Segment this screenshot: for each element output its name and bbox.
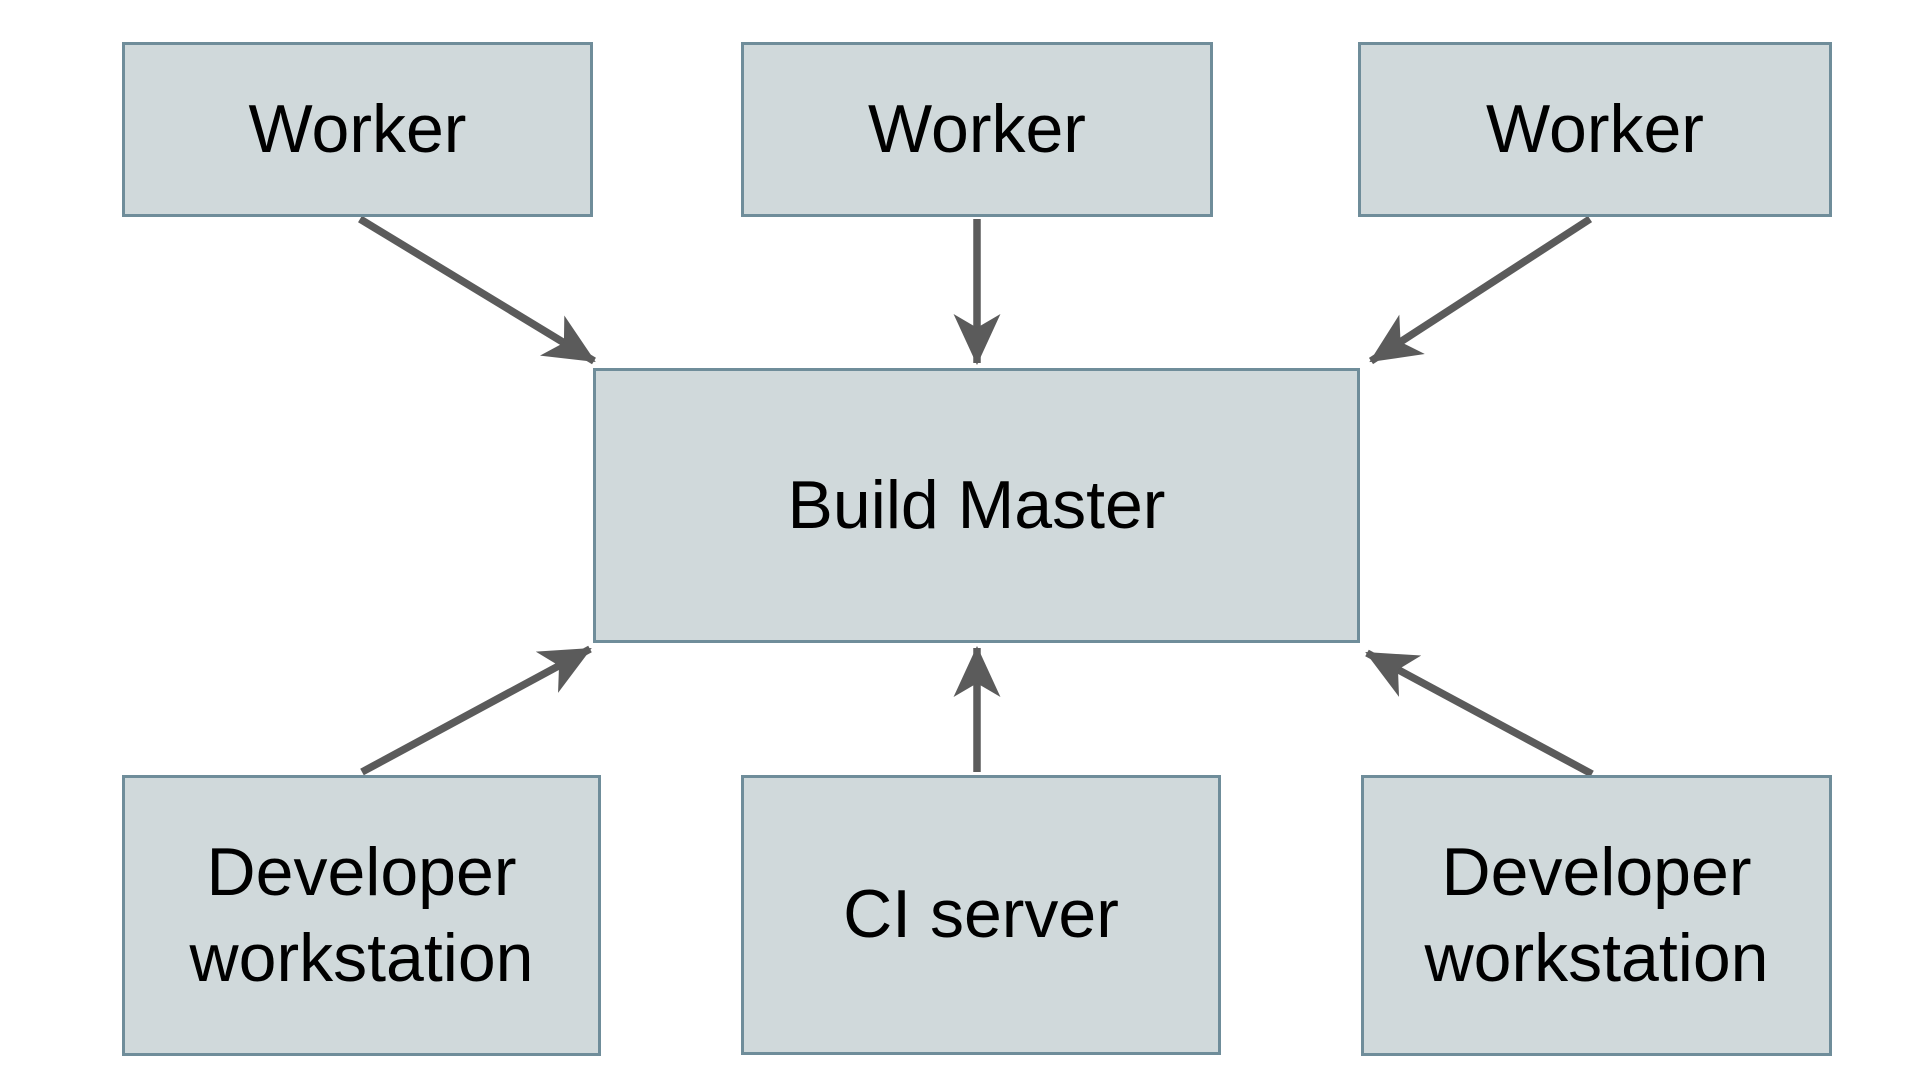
node-worker-3-label: Worker: [1486, 90, 1704, 167]
node-developer-workstation-right: Developer workstation: [1361, 775, 1832, 1056]
arrow-dev-right-to-build-master: [1365, 649, 1594, 778]
node-worker-1: Worker: [122, 42, 593, 217]
node-worker-2-label: Worker: [868, 90, 1086, 167]
node-worker-3: Worker: [1358, 42, 1832, 217]
arrow-worker1-to-build-master: [358, 215, 596, 365]
arrow-worker3-to-build-master: [1368, 215, 1593, 365]
node-developer-workstation-left-label: Developer workstation: [189, 833, 534, 996]
node-build-master-label: Build Master: [787, 466, 1166, 543]
node-worker-1-label: Worker: [248, 90, 467, 167]
node-build-master: Build Master: [593, 368, 1360, 643]
node-ci-server-label: CI server: [843, 876, 1119, 953]
node-developer-workstation-right-label: Developer workstation: [1424, 833, 1769, 996]
node-ci-server: CI server: [741, 775, 1221, 1055]
arrow-dev-left-to-build-master: [360, 645, 592, 776]
node-developer-workstation-left: Developer workstation: [122, 775, 601, 1056]
node-worker-2: Worker: [741, 42, 1213, 217]
